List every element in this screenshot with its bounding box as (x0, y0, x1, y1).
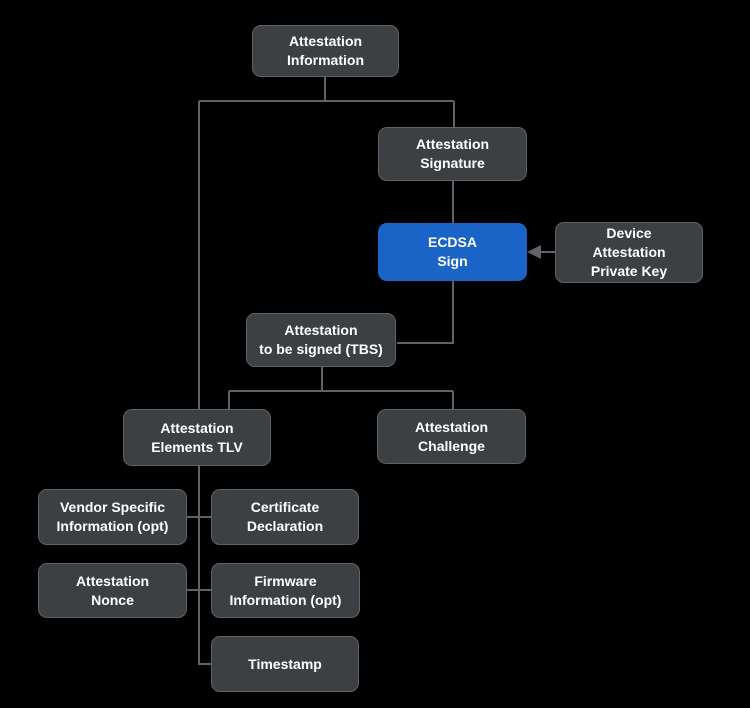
edge-tlv-trunk (198, 466, 211, 665)
node-vendor-specific-information: Vendor Specific Information (opt) (38, 489, 187, 545)
node-attestation-elements-tlv: Attestation Elements TLV (123, 409, 271, 466)
node-attestation-information: Attestation Information (252, 25, 399, 77)
node-ecdsa-sign: ECDSA Sign (378, 223, 527, 281)
node-attestation-challenge: Attestation Challenge (377, 409, 526, 464)
node-device-attestation-private-key: Device Attestation Private Key (555, 222, 703, 283)
edge-ecdsa-to-tbs (397, 281, 454, 344)
node-certificate-declaration: Certificate Declaration (211, 489, 359, 545)
arrowhead-left-icon (527, 245, 541, 259)
node-attestation-signature: Attestation Signature (378, 127, 527, 181)
node-firmware-information: Firmware Information (opt) (211, 563, 360, 618)
node-attestation-tbs: Attestation to be signed (TBS) (246, 313, 396, 367)
node-attestation-nonce: Attestation Nonce (38, 563, 187, 618)
node-timestamp: Timestamp (211, 636, 359, 692)
